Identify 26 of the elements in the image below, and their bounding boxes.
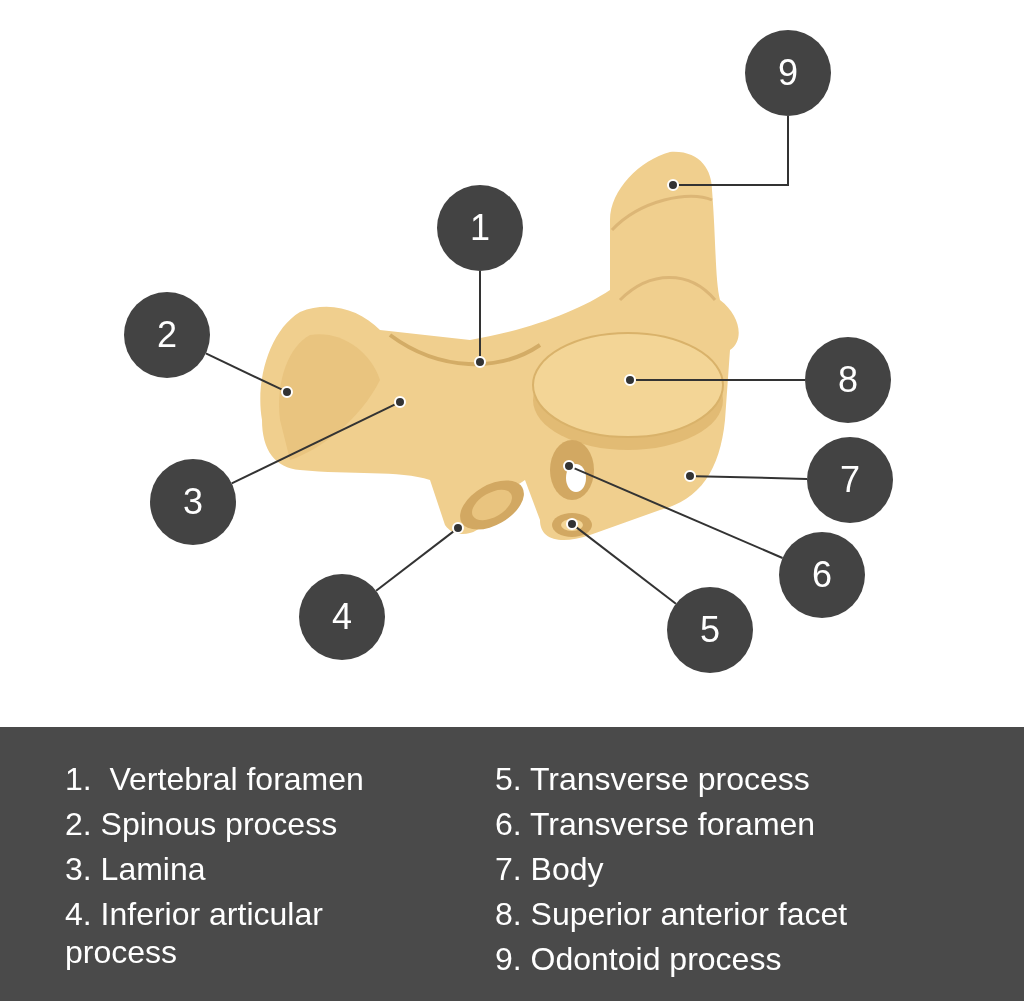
legend-entry: 3. Lamina [65, 850, 207, 888]
leader-line [575, 526, 677, 605]
leader-line [573, 467, 784, 559]
legend-entry: 8. Superior anterior facet [495, 895, 848, 933]
callout-number: 2 [157, 317, 177, 353]
callout-number: 9 [778, 55, 798, 91]
leader-line [635, 379, 806, 381]
legend-entry: 5. Transverse process [495, 760, 810, 798]
callout-number: 5 [700, 612, 720, 648]
callout-number: 3 [183, 484, 203, 520]
legend-entry: 7. Body [495, 850, 604, 888]
leader-line [204, 352, 283, 391]
legend-entry: 2. Spinous process [65, 805, 339, 843]
leader-line [375, 530, 455, 592]
leader-line [230, 403, 396, 485]
legend-entry: 4. Inferior articular process [65, 895, 324, 971]
callout-number: 1 [470, 210, 490, 246]
callout-number: 7 [840, 462, 860, 498]
leader-line [678, 115, 789, 186]
callout-number: 8 [838, 362, 858, 398]
callout-number: 4 [332, 599, 352, 635]
leader-line [479, 270, 481, 357]
legend-entry: 1. Vertebral foramen [65, 760, 365, 798]
callout-number: 6 [812, 557, 832, 593]
legend-entry: 9. Odontoid process [495, 940, 782, 978]
legend-entry: 6. Transverse foramen [495, 805, 816, 843]
